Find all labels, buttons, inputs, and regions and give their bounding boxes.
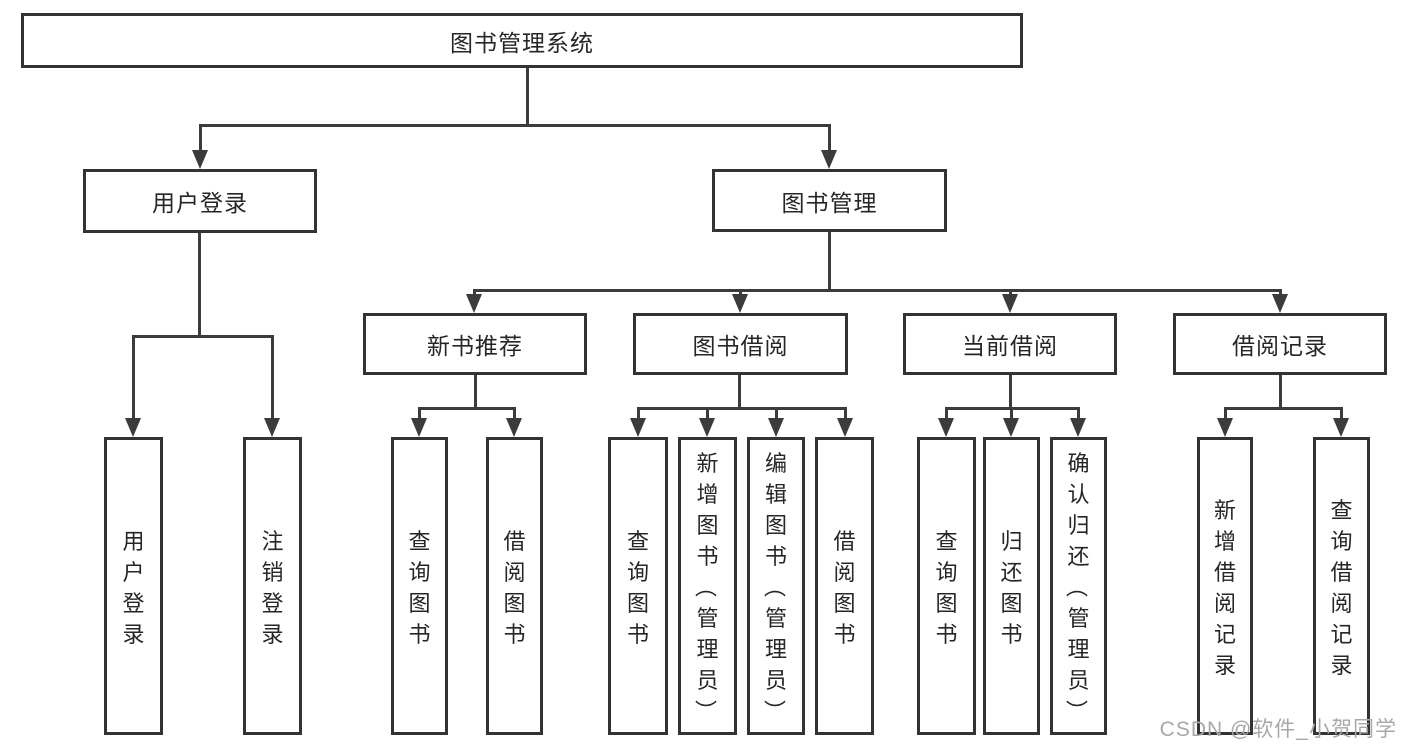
leaf-borrow-books-recommendation: 借阅图书 [486, 437, 543, 735]
arrowhead [699, 418, 715, 437]
arrowhead [1217, 418, 1233, 437]
connector-line [738, 375, 741, 410]
leaf-query-borrow-record: 查询借阅记录 [1313, 437, 1370, 735]
node-new-book-recommendation: 新书推荐 [363, 313, 587, 375]
csdn-watermark: CSDN @软件_小贺同学 [1159, 718, 1397, 741]
arrowhead [1272, 294, 1288, 313]
connector-line [828, 232, 831, 292]
leaf-add-borrow-record: 新增借阅记录 [1197, 437, 1253, 735]
arrowhead [466, 294, 482, 313]
connector-line [474, 375, 477, 410]
leaf-edit-books-admin: 编辑图书（管理员） [747, 437, 805, 735]
connector-line [199, 124, 831, 127]
arrowhead [732, 294, 748, 313]
node-book-borrowing: 图书借阅 [633, 313, 848, 375]
connector-line [1279, 375, 1282, 410]
connector-line [637, 407, 847, 410]
arrowhead [821, 150, 837, 169]
connector-line [418, 407, 516, 410]
connector-line [945, 407, 948, 421]
arrowhead [837, 418, 853, 437]
connector-line [828, 124, 831, 154]
leaf-query-books-borrowing: 查询图书 [608, 437, 668, 735]
leaf-query-books-current: 查询图书 [917, 437, 976, 735]
leaf-add-books-admin: 新增图书（管理员） [678, 437, 737, 735]
leaf-return-books: 归还图书 [983, 437, 1040, 735]
arrowhead [768, 418, 784, 437]
arrowhead [264, 418, 280, 437]
arrowhead [192, 150, 208, 169]
connector-line [1340, 407, 1343, 421]
node-book-management: 图书管理 [712, 169, 947, 232]
connector-line [1224, 407, 1227, 421]
leaf-borrow-books-borrowing: 借阅图书 [815, 437, 874, 735]
arrowhead [1002, 294, 1018, 313]
connector-line [199, 124, 202, 154]
arrowhead [1333, 418, 1349, 437]
connector-line [1009, 375, 1012, 410]
connector-line [1224, 407, 1343, 410]
connector-line [271, 335, 274, 421]
connector-line [1077, 407, 1080, 421]
connector-line [1010, 407, 1013, 421]
leaf-query-books-recommendation: 查询图书 [391, 437, 448, 735]
arrowhead [125, 418, 141, 437]
arrowhead [938, 418, 954, 437]
connector-line [706, 407, 709, 421]
connector-line [775, 407, 778, 421]
arrowhead [630, 418, 646, 437]
connector-line [418, 407, 421, 421]
node-borrowing-records: 借阅记录 [1173, 313, 1387, 375]
leaf-logout: 注销登录 [243, 437, 302, 735]
arrowhead [1003, 418, 1019, 437]
arrowhead [411, 418, 427, 437]
connector-line [637, 407, 640, 421]
connector-line [132, 335, 274, 338]
leaf-user-login: 用户登录 [104, 437, 163, 735]
connector-line [132, 335, 135, 421]
connector-line [473, 289, 1282, 292]
node-user-login: 用户登录 [83, 169, 317, 233]
connector-line [844, 407, 847, 421]
node-current-borrowing: 当前借阅 [903, 313, 1117, 375]
connector-line [513, 407, 516, 421]
leaf-confirm-return-admin: 确认归还（管理员） [1050, 437, 1107, 735]
connector-line [198, 233, 201, 338]
arrowhead [1070, 418, 1086, 437]
arrowhead [506, 418, 522, 437]
node-library-system: 图书管理系统 [21, 13, 1023, 68]
connector-line [526, 68, 529, 127]
